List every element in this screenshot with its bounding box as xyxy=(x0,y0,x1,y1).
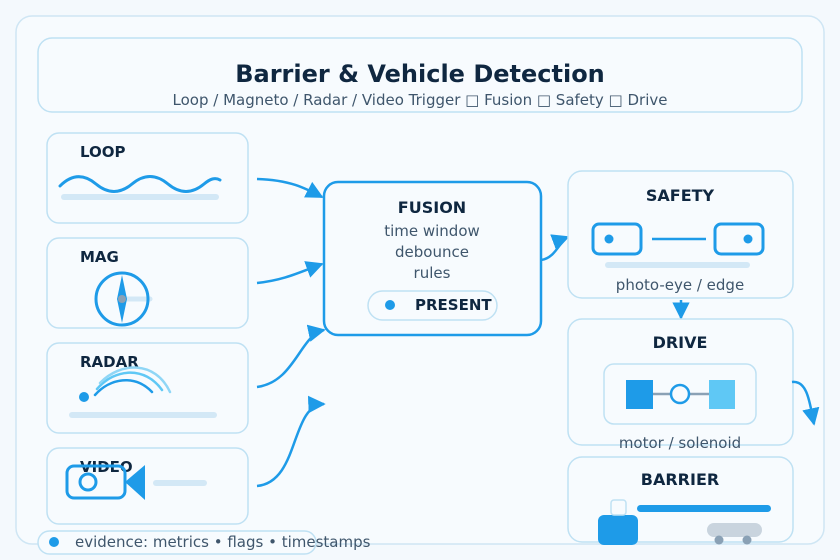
camera-icon xyxy=(65,464,145,500)
diagram-subtitle: Loop / Magneto / Radar / Video Trigger □… xyxy=(173,91,668,109)
fusion-title: FUSION xyxy=(398,198,466,217)
loop-wave-icon xyxy=(58,175,222,193)
radar-track xyxy=(69,412,217,418)
loop-sensor-box: LOOP xyxy=(46,132,249,224)
radar-wave-icon xyxy=(79,366,172,402)
video-to-fusion-arrow xyxy=(256,395,326,488)
compass-icon xyxy=(94,271,153,327)
drive-box: DRIVE motor / solenoid xyxy=(567,318,794,452)
loop-track xyxy=(61,194,219,200)
fusion-box: FUSION time window debounce rules PRESEN… xyxy=(322,180,543,337)
mag-label: MAG xyxy=(80,248,119,266)
drive-title: DRIVE xyxy=(653,333,708,352)
barrier-title: BARRIER xyxy=(641,470,719,489)
present-dot-icon xyxy=(385,300,395,310)
diagram-title: Barrier & Vehicle Detection xyxy=(235,60,605,88)
evidence-footer-pill: evidence: metrics • flags • timestamps xyxy=(37,530,371,555)
safety-title: SAFETY xyxy=(646,186,715,205)
drive-output-arrow xyxy=(791,380,820,426)
radar-sensor-box: RADAR xyxy=(46,342,249,434)
header-panel: Barrier & Vehicle Detection Loop / Magne… xyxy=(37,37,803,113)
fusion-rules: rules xyxy=(414,264,451,282)
mag-to-fusion-arrow xyxy=(256,261,324,285)
photo-eye-icon xyxy=(591,222,765,256)
video-track xyxy=(153,480,207,486)
evidence-text: evidence: metrics • flags • timestamps xyxy=(75,533,371,551)
drive-caption: motor / solenoid xyxy=(619,434,741,452)
present-status-pill: PRESENT xyxy=(367,290,498,321)
loop-label: LOOP xyxy=(80,143,126,161)
motor-icon xyxy=(603,363,757,425)
barrier-gate-icon xyxy=(598,499,771,545)
evidence-dot-icon xyxy=(49,537,59,547)
safety-caption: photo-eye / edge xyxy=(616,276,744,294)
mag-sensor-box: MAG xyxy=(46,237,249,329)
video-sensor-box: VIDEO xyxy=(46,447,249,525)
barrier-box: BARRIER xyxy=(567,456,794,545)
fusion-time-window: time window xyxy=(384,222,480,240)
radar-to-fusion-arrow xyxy=(256,324,326,389)
present-status-text: PRESENT xyxy=(415,296,492,314)
safety-track xyxy=(605,262,750,268)
fusion-to-safety-arrow xyxy=(540,234,570,262)
radar-label: RADAR xyxy=(80,353,139,371)
safety-box: SAFETY photo-eye / edge xyxy=(567,170,794,299)
fusion-debounce: debounce xyxy=(395,243,469,261)
loop-to-fusion-arrow xyxy=(256,177,324,199)
